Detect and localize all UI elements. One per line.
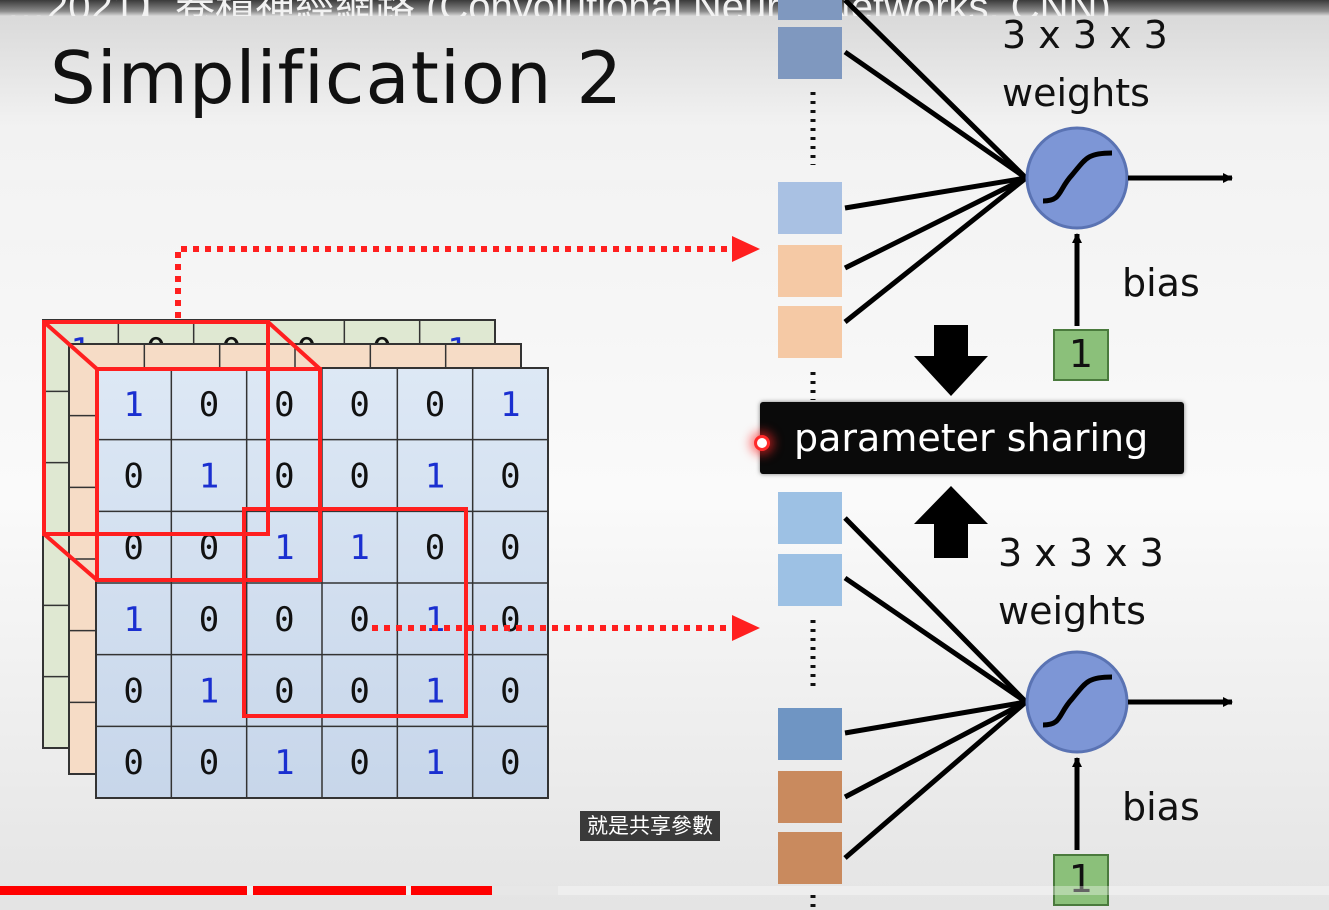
grid-cell: 1 — [199, 672, 219, 712]
grid-cell: 0 — [274, 672, 294, 712]
top-bias-input: 1 — [1069, 332, 1093, 376]
grid-cell: 1 — [500, 385, 520, 425]
bottom-weights-line1: 3 x 3 x 3 — [998, 531, 1164, 575]
receptive-field-1 — [42, 320, 322, 582]
top-weights-line2: weights — [1002, 71, 1150, 115]
bottom-bias-label: bias — [1122, 785, 1200, 829]
progress-track — [0, 886, 1329, 895]
input-grid: 1 0 0 0 0 1 0 1 0 0 1 0 0 0 1 1 0 0 1 0 0 0 1 0 0 1 0 0 1 0 0 0 1 0 1 0 — [123, 385, 520, 783]
chapter-gap — [406, 886, 411, 895]
grid-cell: 0 — [123, 528, 143, 568]
parameter-sharing-callout: parameter sharing — [760, 402, 1184, 474]
grid-cell: 1 — [425, 743, 445, 783]
subtitle-caption: 就是共享參數 — [580, 811, 720, 841]
grid-cell: 0 — [500, 743, 520, 783]
grid-cell: 1 — [425, 672, 445, 712]
grid-cell: 0 — [425, 528, 445, 568]
sigmoid-icon — [1042, 150, 1113, 204]
grid-cell: 1 — [425, 457, 445, 497]
bottom-neuron-connections — [843, 516, 1028, 860]
grid-cell: 0 — [123, 457, 143, 497]
grid-cell: 1 — [199, 457, 219, 497]
grid-cell: 0 — [349, 600, 369, 640]
video-progress-bar[interactable] — [0, 886, 1329, 895]
chapter-gap — [247, 886, 253, 895]
top-neuron — [1025, 126, 1129, 230]
grid-cell: 0 — [349, 743, 369, 783]
bottom-bias-input: 1 — [1069, 857, 1093, 901]
dotted-arrow-top — [175, 236, 760, 318]
bottom-weights-line2: weights — [998, 589, 1146, 633]
top-bias-box — [1053, 329, 1109, 381]
top-input-column — [778, 0, 842, 400]
grid-cell: 0 — [274, 385, 294, 425]
grid-cell: 0 — [500, 672, 520, 712]
grid-cell: 1 — [349, 528, 369, 568]
grid-cell: 0 — [274, 600, 294, 640]
grid-cell: 0 — [199, 385, 219, 425]
grid-cell: 0 — [500, 528, 520, 568]
grid-cell: 1 — [274, 528, 294, 568]
slide-title: Simplification 2 — [50, 36, 624, 120]
grid-cell: 1 — [123, 385, 143, 425]
grid-cell: 1 — [123, 600, 143, 640]
grid-cell: 1 — [425, 600, 445, 640]
up-arrow-icon — [914, 486, 988, 558]
bottom-input-column — [778, 492, 842, 910]
receptive-field-2 — [242, 507, 468, 718]
top-neuron-connections — [843, 0, 1028, 324]
parameter-sharing-label: parameter sharing — [794, 416, 1149, 460]
top-weights-line1: 3 x 3 x 3 — [1002, 13, 1168, 57]
channel-1: 1 0 0 0 0 1 0 1 0 0 1 0 0 0 1 1 0 0 1 0 0 0 1 0 0 1 0 0 1 0 0 0 1 0 1 0 — [95, 367, 549, 799]
grid-cell: 0 — [199, 600, 219, 640]
top-bias-label: bias — [1122, 261, 1200, 305]
grid-cell: 0 — [123, 672, 143, 712]
bottom-neuron — [1025, 650, 1129, 754]
grid-cell: 0 — [500, 457, 520, 497]
down-arrow-icon — [914, 325, 988, 396]
grid-cell: 0 — [199, 528, 219, 568]
grid-cell: 0 — [425, 385, 445, 425]
grid-cell: 0 — [349, 672, 369, 712]
dotted-arrow-bottom — [372, 615, 760, 641]
grid-cell: 0 — [500, 600, 520, 640]
grid-cell: 0 — [199, 743, 219, 783]
bottom-bias-box — [1053, 854, 1109, 906]
laser-pointer-dot — [754, 435, 770, 451]
grid-cell: 0 — [274, 457, 294, 497]
sigmoid-icon — [1042, 674, 1113, 728]
grid-cell: 0 — [123, 743, 143, 783]
grid-cell: 0 — [349, 457, 369, 497]
grid-cell: 1 — [274, 743, 294, 783]
grid-cell: 0 — [349, 385, 369, 425]
progress-played — [0, 886, 492, 895]
